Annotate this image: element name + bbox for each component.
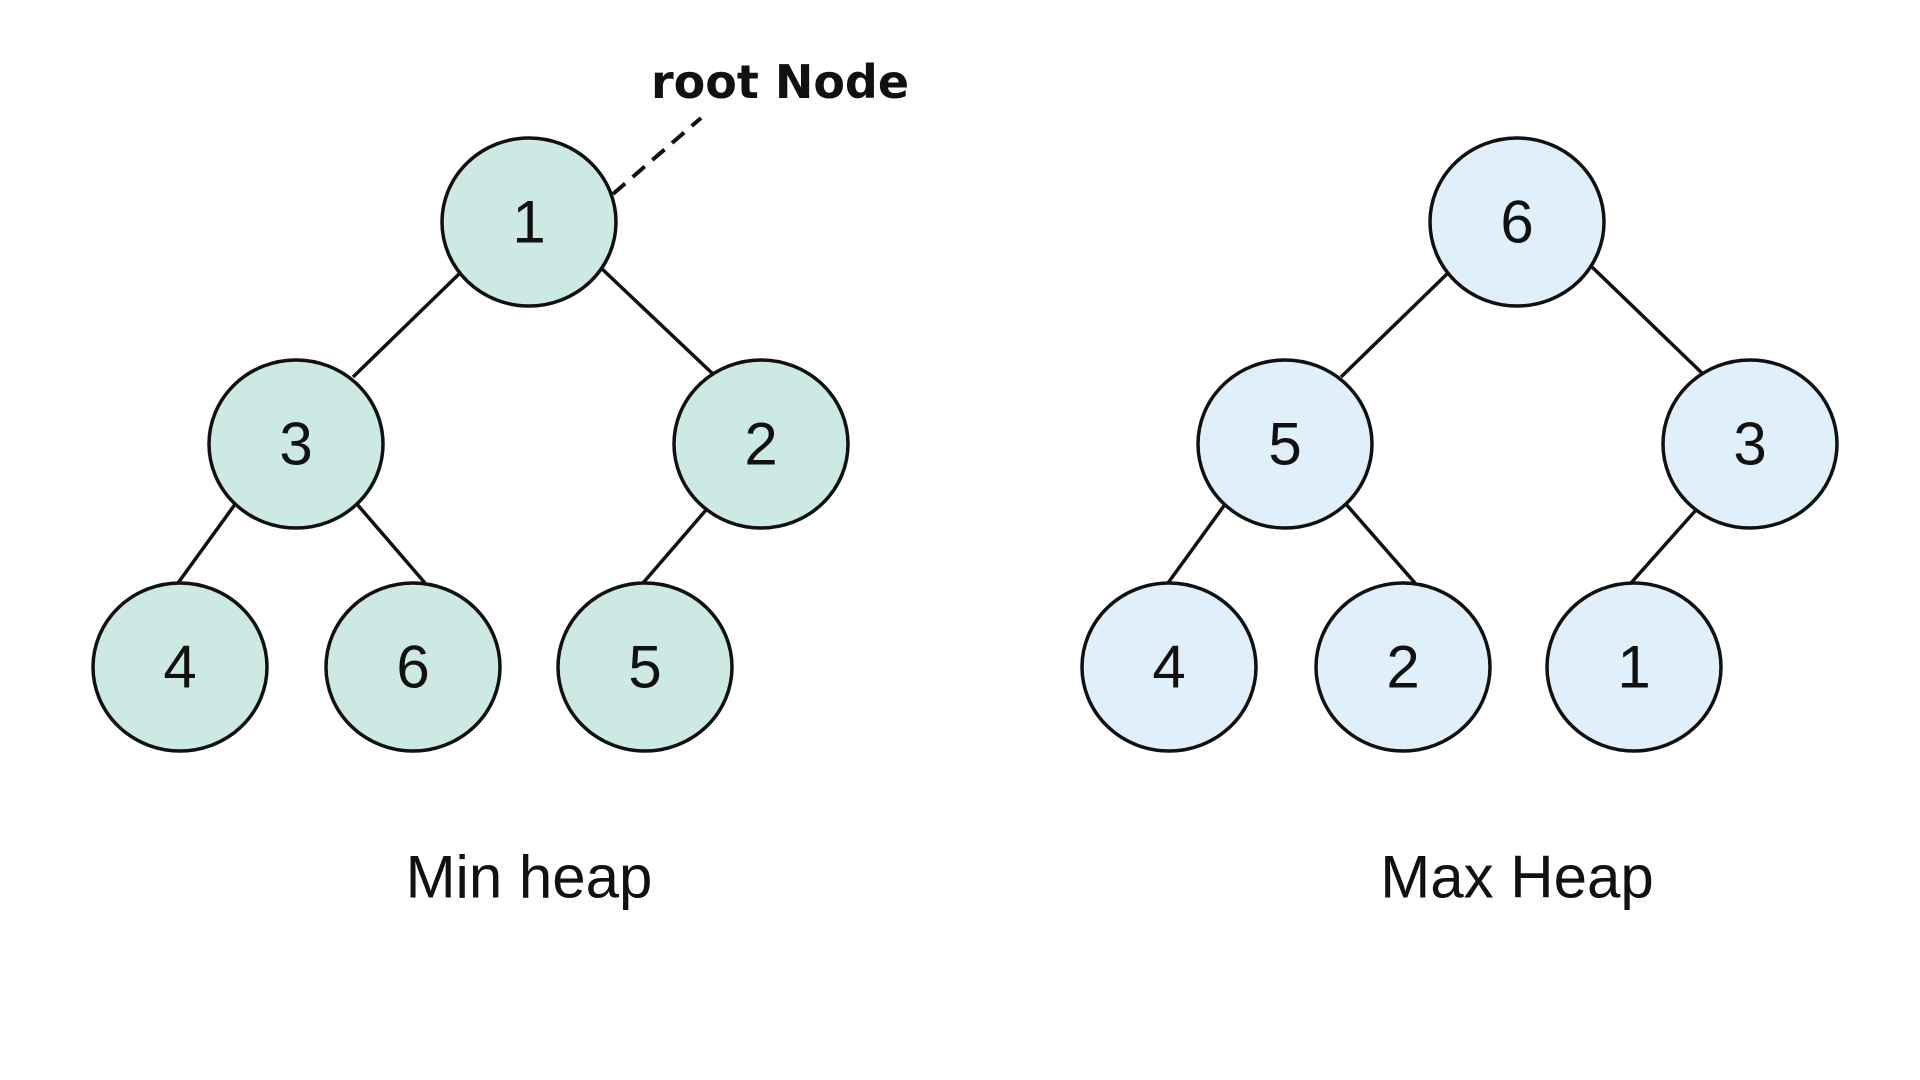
- max-heap: 6 5 3 4 2 1 Max Heap: [1080, 136, 1839, 911]
- min-heap-edge-root-left: [351, 272, 461, 379]
- min-heap-node-left: 3: [207, 358, 385, 530]
- min-heap-node-right-value: 2: [744, 411, 777, 478]
- root-node-callout: root Node: [651, 55, 909, 109]
- max-heap-edge-right-left: [1629, 508, 1698, 585]
- max-heap-node-root: 6: [1428, 136, 1606, 308]
- max-heap-node-left-left-circle: [1080, 581, 1258, 753]
- max-heap-edge-left-right: [1343, 501, 1417, 585]
- min-heap-edge-root-right: [598, 265, 716, 377]
- max-heap-node-left-circle: [1196, 358, 1374, 530]
- max-heap-node-right-circle: [1661, 358, 1839, 530]
- min-heap-node-root: 1: [440, 136, 618, 308]
- min-heap: root Node 1 3 2 4 6 5 Min heap: [91, 55, 909, 911]
- min-heap-node-right: 2: [672, 358, 850, 530]
- max-heap-node-left-left: 4: [1080, 581, 1258, 753]
- max-heap-edge-root-right: [1590, 265, 1706, 377]
- min-heap-edge-right-left: [641, 508, 708, 585]
- min-heap-node-left-left: 4: [91, 581, 269, 753]
- min-heap-node-left-circle: [207, 358, 385, 530]
- max-heap-node-right-left-circle: [1545, 581, 1723, 753]
- max-heap-node-root-value: 6: [1500, 189, 1533, 256]
- max-heap-node-root-circle: [1428, 136, 1606, 308]
- min-heap-node-left-left-value: 4: [163, 634, 196, 701]
- max-heap-edge-root-left: [1339, 270, 1451, 379]
- min-heap-node-root-value: 1: [512, 189, 545, 256]
- max-heap-edge-left-left: [1166, 501, 1228, 585]
- min-heap-node-left-right: 6: [324, 581, 502, 753]
- min-heap-edge-left-right: [354, 501, 427, 585]
- max-heap-node-right: 3: [1661, 358, 1839, 530]
- max-heap-node-right-left: 1: [1545, 581, 1723, 753]
- min-heap-caption: Min heap: [406, 844, 653, 911]
- max-heap-node-left-right-circle: [1314, 581, 1492, 753]
- min-heap-node-right-left: 5: [556, 581, 734, 753]
- min-heap-node-right-circle: [672, 358, 850, 530]
- max-heap-caption: Max Heap: [1380, 844, 1653, 911]
- min-heap-node-left-value: 3: [279, 411, 312, 478]
- min-heap-node-right-left-circle: [556, 581, 734, 753]
- max-heap-node-left-value: 5: [1268, 411, 1301, 478]
- min-heap-node-root-circle: [440, 136, 618, 308]
- max-heap-node-left-left-value: 4: [1152, 634, 1185, 701]
- max-heap-node-right-value: 3: [1733, 411, 1766, 478]
- root-node-leader-line: [611, 116, 703, 196]
- max-heap-node-right-left-value: 1: [1617, 634, 1650, 701]
- min-heap-node-left-right-value: 6: [396, 634, 429, 701]
- min-heap-node-left-right-circle: [324, 581, 502, 753]
- max-heap-node-left-right-value: 2: [1386, 634, 1419, 701]
- min-heap-node-left-left-circle: [91, 581, 269, 753]
- min-heap-edge-left-left: [176, 501, 238, 585]
- max-heap-node-left: 5: [1196, 358, 1374, 530]
- max-heap-node-left-right: 2: [1314, 581, 1492, 753]
- min-heap-node-right-left-value: 5: [628, 634, 661, 701]
